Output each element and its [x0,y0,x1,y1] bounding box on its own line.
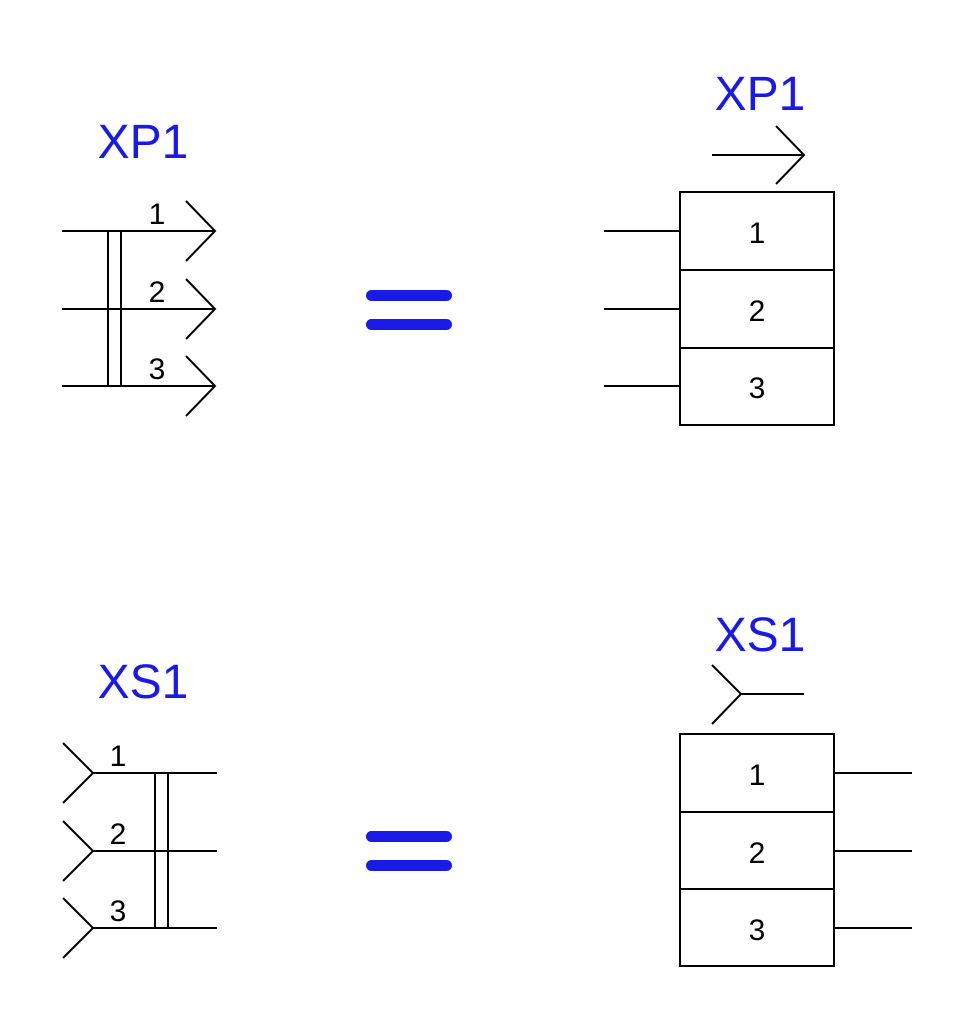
plug-pin-3-arrow-icon [185,355,217,417]
plug-ref-label-left: XP1 [98,116,189,169]
socket-pin-number-1: 1 [110,740,127,773]
socket-header-chevron-icon [711,664,743,725]
plug-pin-number-3: 3 [149,353,166,386]
socket-pin-3-chevron-icon [62,897,95,959]
socket-table-pin-3: 3 [749,914,766,947]
socket-ref-label-right: XS1 [715,609,806,662]
plug-pin-number-1: 1 [149,198,166,231]
plug-pin-table [679,191,835,426]
socket-table-pin-2: 2 [749,837,766,870]
plug-pin-number-2: 2 [149,276,166,309]
plug-pin-2-arrow-icon [185,278,217,340]
plug-header-arrow-icon [775,125,806,185]
plug-table-pin-2: 2 [749,295,766,328]
socket-pin-1-chevron-icon [62,742,95,804]
socket-table-pin-1: 1 [749,759,766,792]
plug-table-pin-3: 3 [749,372,766,405]
plug-pin-1-arrow-icon [185,200,217,262]
plug-equals-icon [366,290,452,330]
socket-equals-icon [366,831,452,871]
socket-multiline-symbol: XS1 1 2 3 [62,656,217,959]
plug-table-symbol: XP1 1 2 3 [604,68,835,426]
socket-pin-number-3: 3 [110,895,127,928]
plug-multiline-symbol: XP1 1 2 3 [62,116,217,417]
socket-ref-label-left: XS1 [98,656,189,709]
socket-table-symbol: XS1 1 2 3 [679,609,912,967]
socket-pin-2-chevron-icon [62,820,95,882]
plug-ref-label-right: XP1 [715,68,806,121]
plug-table-pin-1: 1 [749,217,766,250]
socket-pin-number-2: 2 [110,818,127,851]
